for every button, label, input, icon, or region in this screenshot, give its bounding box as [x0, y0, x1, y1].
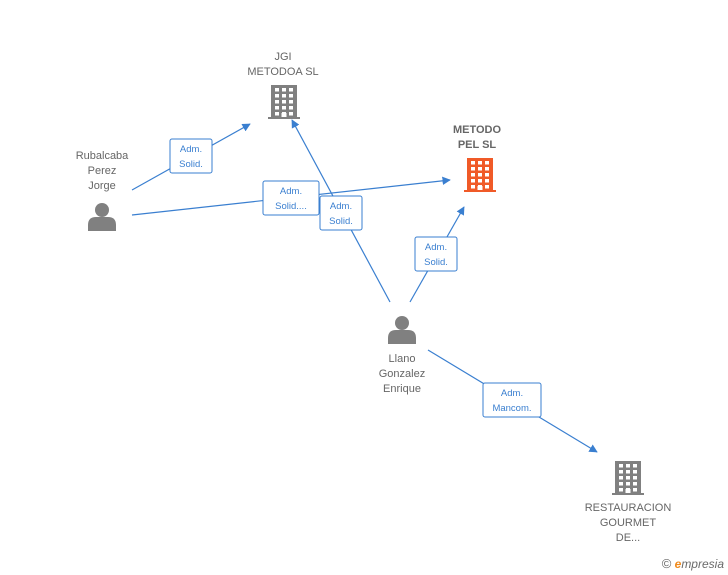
node-label-line: RESTAURACION [585, 502, 672, 514]
edge-label-line: Adm. [330, 201, 352, 212]
building-icon [268, 85, 300, 119]
node-label-line: Gonzalez [379, 368, 425, 380]
person-icon [388, 316, 416, 344]
node-restauracion[interactable]: RESTAURACION GOURMET DE... [585, 461, 672, 544]
building-icon [464, 158, 496, 192]
node-label-line: PEL SL [458, 139, 497, 151]
node-label-line: METODOA SL [247, 66, 318, 78]
edge-label-box [482, 382, 542, 418]
node-jgi[interactable]: JGI METODOA SL [247, 51, 319, 119]
edge-label-box [169, 138, 213, 174]
node-label-line: Jorge [88, 180, 116, 192]
edge-label-rubalcaba-metodo[interactable]: Adm. Solid.... [262, 180, 320, 216]
edge-label-line: Solid. [179, 159, 203, 170]
node-label-line: DE... [616, 532, 640, 544]
edge-label-llano-jgi[interactable]: Adm. Solid. [319, 195, 363, 231]
building-icon [612, 461, 644, 495]
node-label-line: GOURMET [600, 517, 657, 529]
edge-label-line: Solid. [329, 216, 353, 227]
node-label-line: Enrique [383, 383, 421, 395]
copyright-symbol: © [661, 556, 672, 571]
edge-label-box [262, 180, 320, 216]
edge-label-llano-metodo[interactable]: Adm. Solid. [414, 236, 458, 272]
node-label-line: Llano [389, 353, 416, 365]
edge-label-box [319, 195, 363, 231]
edge-label-line: Adm. [425, 242, 447, 253]
edge-label-box [414, 236, 458, 272]
node-label-line: Rubalcaba [76, 150, 129, 162]
edge-label-line: Adm. [501, 388, 523, 399]
edge-label-line: Adm. [180, 144, 202, 155]
edges-layer: Adm. Solid. Adm. Solid.... Adm. Solid. Adm. Sol… [131, 119, 598, 453]
person-icon [88, 203, 116, 231]
edge-label-rubalcaba-jgi[interactable]: Adm. Solid. [169, 138, 213, 174]
node-label-line: METODO [453, 124, 502, 136]
edge-label-line: Adm. [280, 186, 302, 197]
node-label-line: JGI [274, 51, 291, 63]
edge-label-line: Mancom. [492, 403, 531, 414]
brand-watermark: © empresia [662, 556, 724, 571]
brand-logo-text: mpresia [681, 557, 724, 571]
edge-label-llano-restauracion[interactable]: Adm. Mancom. [482, 382, 542, 418]
edge-label-line: Solid.... [275, 201, 307, 212]
node-label-line: Perez [88, 165, 117, 177]
edge-label-line: Solid. [424, 257, 448, 268]
brand-logo-e: e [674, 557, 682, 571]
node-metodo[interactable]: METODO PEL SL [453, 124, 502, 192]
